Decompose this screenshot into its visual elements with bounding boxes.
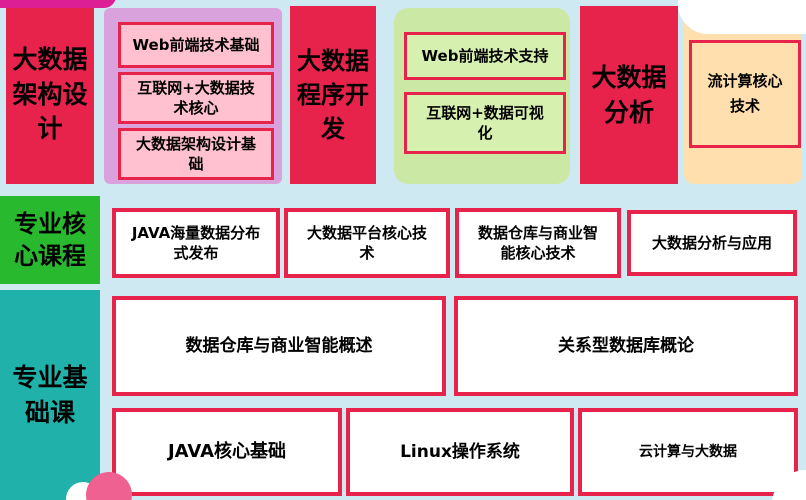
course-box-bigdata-architecture-basics: 大数据架构设计基 础 [118, 128, 274, 180]
course-box-relational-database: 关系型数据库概论 [454, 296, 798, 396]
decoration-white-corner-top-right [678, 0, 806, 34]
course-box-web-frontend-support: Web前端技术支持 [404, 32, 566, 80]
architecture-courses-panel: Web前端技术基础 互联网+大数据技 术核心 大数据架构设计基 础 [104, 8, 282, 184]
row-development-label: 大数据 程序开 发 [290, 6, 376, 184]
course-box-bigdata-analysis-application: 大数据分析与应用 [627, 210, 797, 276]
course-box-web-frontend-basics: Web前端技术基础 [118, 22, 274, 68]
course-box-bigdata-platform-core: 大数据平台核心技 术 [284, 208, 450, 278]
decoration-magenta-corner [0, 0, 116, 8]
course-box-dw-bi-core: 数据仓库与商业智 能核心技术 [455, 208, 621, 278]
course-box-java-core-basics: JAVA核心基础 [112, 408, 342, 496]
course-box-internet-bigdata-core: 互联网+大数据技 术核心 [118, 72, 274, 124]
row-core-courses-label: 专业核 心课程 [0, 196, 100, 284]
course-box-java-massive-data: JAVA海量数据分布 式发布 [112, 208, 280, 278]
row-architecture-label: 大数据 架构设 计 [6, 6, 94, 184]
course-box-linux-os: Linux操作系统 [346, 408, 574, 496]
row-analysis-label: 大数据 分析 [580, 6, 678, 184]
row-foundation-courses-label: 专业基 础课 [0, 290, 100, 500]
course-box-internet-data-visualization: 互联网+数据可视 化 [404, 92, 566, 154]
course-box-cloud-computing-bigdata: 云计算与大数据 [578, 408, 798, 496]
development-courses-panel: Web前端技术支持 互联网+数据可视 化 [394, 8, 570, 184]
analysis-courses-panel: 流计算核心 技术 [684, 6, 802, 184]
course-box-dw-bi-overview: 数据仓库与商业智能概述 [112, 296, 446, 396]
course-box-stream-computing: 流计算核心 技术 [689, 40, 801, 148]
